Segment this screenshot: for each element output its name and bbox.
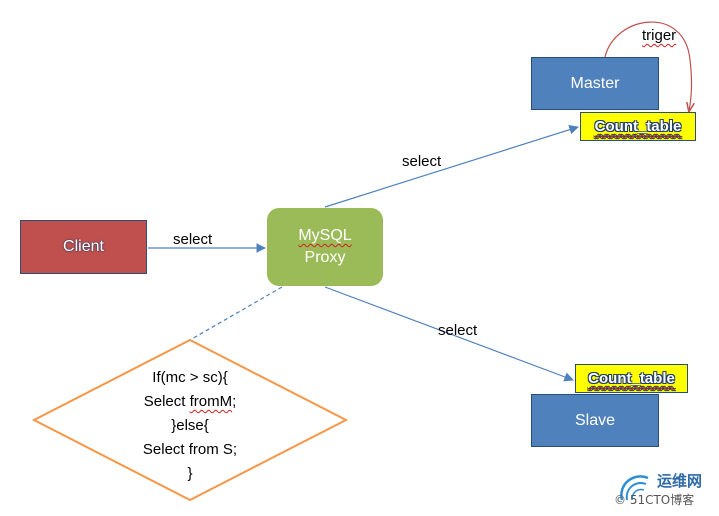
dashed-link-proxy-to-logic	[189, 286, 283, 341]
master-count-table: Count_table	[580, 112, 696, 141]
logic-line-3: }else{	[171, 417, 209, 434]
edge-label-trigger: triger	[642, 27, 677, 44]
proxy-label-line2: Proxy	[304, 249, 346, 266]
logic-line-2b: fromM	[189, 393, 233, 410]
logic-line-2c: ;	[232, 393, 237, 410]
logic-diamond	[31, 338, 349, 502]
mysql-proxy-node: MySQL Proxy	[267, 208, 383, 286]
master-label: Master	[570, 74, 620, 92]
master-node: Master	[531, 57, 659, 110]
logic-line-4: Select from S;	[142, 441, 238, 458]
client-node: Client	[20, 220, 147, 274]
arrow-trigger	[604, 21, 692, 111]
slave-label: Slave	[574, 411, 616, 429]
arrow-proxy-to-slave	[324, 286, 574, 382]
logic-line-1: If(mc > sc){	[152, 369, 228, 386]
logic-line-5: }	[187, 465, 193, 482]
logic-line-2a: Select	[143, 393, 190, 410]
logic-text: If(mc > sc){ Select fromM; }else{ Select…	[110, 366, 270, 486]
client-label: Client	[63, 238, 104, 255]
slave-node: Slave	[531, 394, 659, 447]
watermark: 运维网 © 51CTO博客	[612, 468, 716, 512]
watermark-bottom-text: © 51CTO博客	[614, 493, 695, 507]
watermark-top-text: 运维网	[657, 472, 703, 490]
slave-count-table: Count_table	[575, 364, 688, 393]
logic-line-2: Select fromM;	[110, 390, 270, 414]
edge-label-proxy-slave: select	[438, 322, 478, 339]
master-count-table-label: Count_table	[594, 118, 682, 135]
edge-label-proxy-master: select	[402, 153, 442, 170]
proxy-label-line1: MySQL	[298, 227, 352, 244]
arrow-proxy-to-master	[324, 125, 579, 208]
watermark-logo-icon	[620, 475, 649, 501]
edge-label-client-proxy: select	[173, 231, 213, 248]
slave-count-table-label: Count_table	[588, 370, 675, 387]
